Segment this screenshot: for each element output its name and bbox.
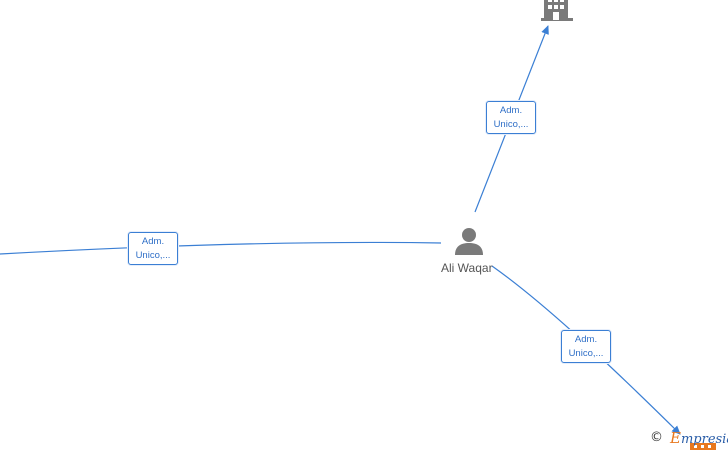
empresia-logo-initial: E: [670, 429, 681, 447]
company-node-bottom-right-icon[interactable]: [690, 440, 716, 450]
edge-label-top-line2: Unico,...: [493, 119, 529, 130]
edge-label-top-line1: Adm.: [499, 105, 523, 116]
building-icon[interactable]: [540, 0, 574, 22]
person-icon[interactable]: [454, 226, 484, 256]
person-name-label[interactable]: Ali Waqar: [441, 261, 493, 275]
edge-label-left[interactable]: Adm. Unico,...: [128, 232, 178, 265]
edge-label-bottom-right-line1: Adm.: [574, 334, 598, 345]
empresia-logo: Empresia: [670, 429, 728, 447]
empresia-logo-rest: mpresia: [680, 432, 728, 447]
copyright-symbol: ©: [650, 430, 663, 445]
edge-label-bottom-right-line2: Unico,...: [568, 348, 604, 359]
edge-label-left-line2: Unico,...: [135, 250, 171, 261]
edge-label-left-line1: Adm.: [141, 236, 165, 247]
edge-label-bottom-right[interactable]: Adm. Unico,...: [561, 330, 611, 363]
edge-to-left-node[interactable]: [0, 241, 442, 255]
edge-label-top[interactable]: Adm. Unico,...: [486, 101, 536, 134]
